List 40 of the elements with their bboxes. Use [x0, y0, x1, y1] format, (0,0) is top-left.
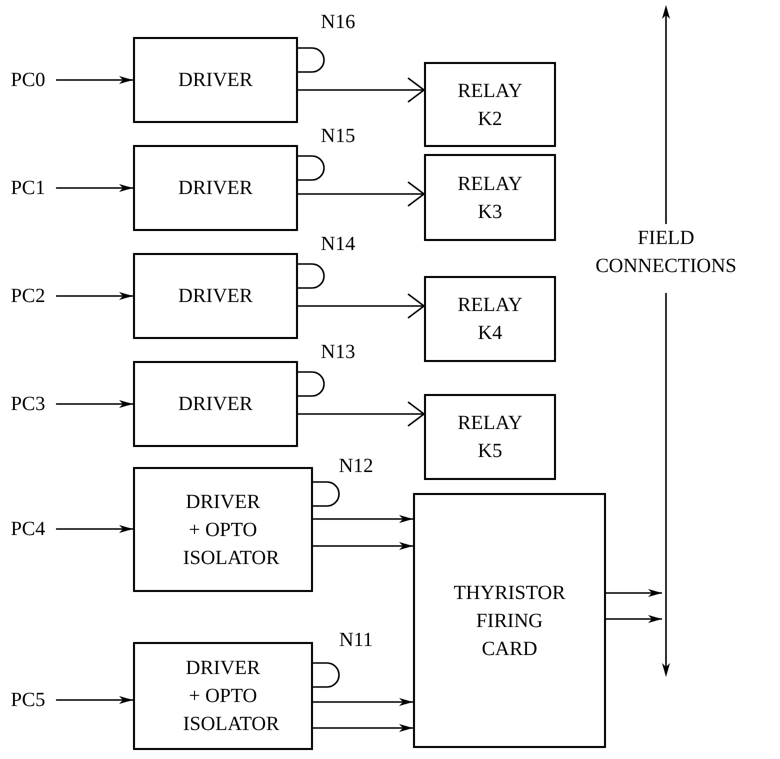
- block-box: DRIVER: [133, 253, 298, 339]
- block-box: THYRISTOR FIRING CARD: [413, 493, 606, 748]
- signal-label: PC3: [0, 392, 56, 416]
- block-box: RELAY K3: [424, 154, 556, 241]
- block-box: DRIVER: [133, 361, 298, 447]
- arrow: [606, 589, 662, 597]
- gate-label: N14: [320, 232, 356, 257]
- signal-label: PC2: [0, 284, 56, 308]
- signal-label: PC5: [0, 688, 56, 712]
- arrow: [313, 542, 413, 550]
- arrow: [56, 292, 133, 300]
- gate-label: N11: [338, 628, 374, 653]
- block-box: RELAY K5: [424, 394, 556, 480]
- arrow: [298, 181, 425, 207]
- arrow: [298, 401, 425, 427]
- bus-label: FIELD CONNECTIONS: [594, 226, 738, 279]
- block-box: DRIVER + OPTO ISOLATOR: [133, 642, 313, 750]
- block-box: DRIVER + OPTO ISOLATOR: [133, 467, 313, 592]
- block-box: DRIVER: [133, 37, 298, 123]
- gate-label: N16: [320, 10, 356, 35]
- arrow: [313, 515, 413, 523]
- arrow: [606, 615, 662, 623]
- arrow: [313, 698, 413, 706]
- arrow: [56, 400, 133, 408]
- arrow: [56, 525, 133, 533]
- signal-label: PC4: [0, 517, 56, 541]
- block-box: RELAY K2: [424, 62, 556, 147]
- arrow: [298, 293, 425, 319]
- arrow: [56, 76, 133, 84]
- signal-label: PC0: [0, 68, 56, 92]
- gate-label: N13: [320, 340, 356, 365]
- block-box: RELAY K4: [424, 276, 556, 362]
- arrow: [56, 184, 133, 192]
- signal-label: PC1: [0, 176, 56, 200]
- arrow: [298, 77, 425, 103]
- gate-label: N12: [338, 454, 374, 479]
- arrow: [313, 724, 413, 732]
- arrow: [56, 696, 133, 704]
- gate-label: N15: [320, 124, 356, 149]
- block-box: DRIVER: [133, 145, 298, 231]
